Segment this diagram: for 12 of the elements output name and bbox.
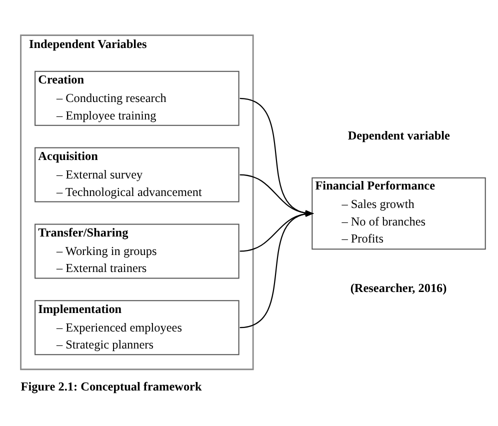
node-box: Acquisition – External survey – Technological advancement [34, 147, 240, 202]
node-box: Transfer/Sharing – Working in groups – External trainers [34, 224, 240, 279]
label: (Researcher, 2016) [350, 281, 447, 296]
caption: Figure 2.1: Conceptual framework [20, 379, 202, 394]
node-box: Implementation – Experienced employees – Strategic planners [34, 300, 240, 356]
node-box: Creation – Conducting research – Employee training [34, 70, 240, 126]
node-box: Financial Performance – Sales growth – No of branches – Profits [312, 177, 486, 250]
label: Dependent variable [348, 128, 450, 142]
arrow [240, 98, 314, 216]
arrow [240, 211, 314, 328]
arrow [240, 211, 314, 252]
arrow [240, 174, 314, 216]
